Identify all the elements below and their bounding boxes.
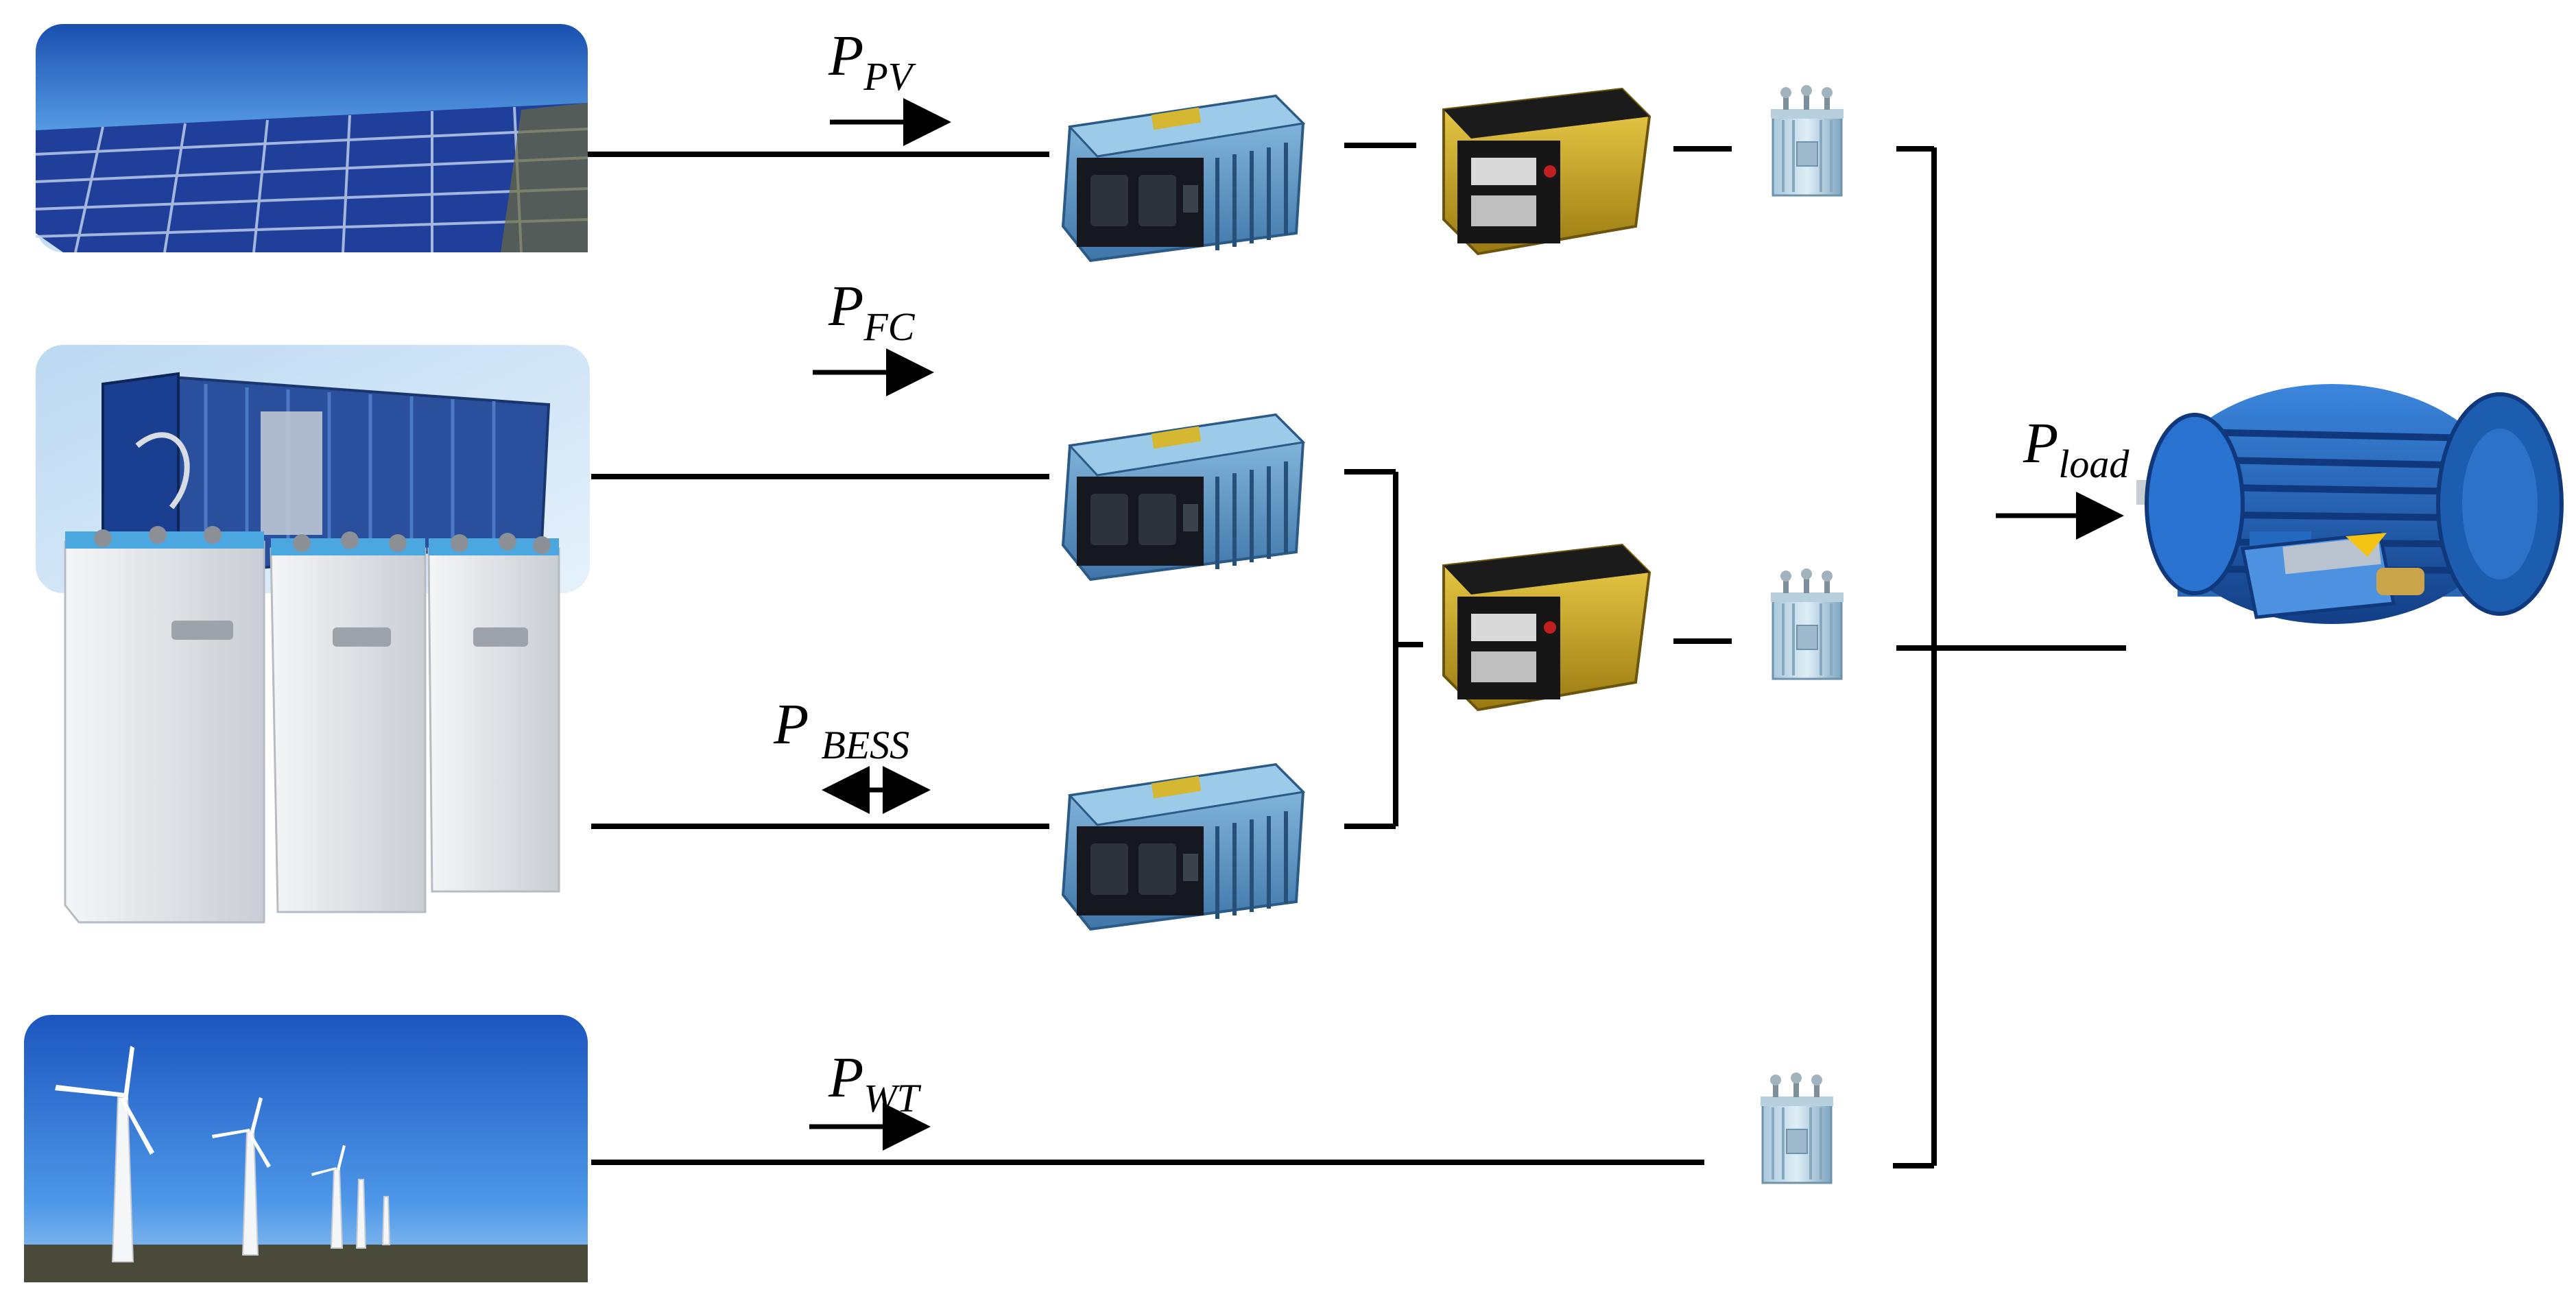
wind-turbine-icon <box>24 1015 588 1282</box>
bess-power-label: P BESS <box>774 693 909 765</box>
wt-power-subscript: WT <box>863 1076 919 1120</box>
wt-transformer-icon <box>1710 1065 1884 1198</box>
pv-power-subscript: PV <box>863 54 913 99</box>
pv-transformer-icon <box>1720 77 1894 211</box>
wt-power-symbol: P <box>828 1046 864 1110</box>
motor-icon <box>2136 384 2564 624</box>
battery-icon <box>64 526 560 924</box>
wt-power-label: PWT <box>828 1046 919 1118</box>
bess-dc-dc-converter-icon <box>1049 723 1324 943</box>
fc-bess-inverter-icon <box>1415 509 1665 732</box>
bess-power-subscript: BESS <box>821 723 910 767</box>
fc-power-subscript: FC <box>863 304 915 349</box>
load-power-label: Pload <box>2023 415 2129 484</box>
pv-dc-dc-converter-icon <box>1049 55 1324 274</box>
load-power-subscript: load <box>2058 442 2130 486</box>
pv-power-label: PPV <box>828 24 912 97</box>
flow-arrows <box>809 98 2124 1151</box>
pv-power-symbol: P <box>828 24 864 88</box>
bess-power-symbol: P <box>774 693 809 756</box>
fc-power-label: PFC <box>828 278 914 347</box>
connection-lines <box>588 143 2126 1168</box>
fc-dc-dc-converter-icon <box>1049 374 1324 593</box>
fc-power-symbol: P <box>828 274 864 338</box>
pv-inverter-icon <box>1415 53 1665 276</box>
fc-bess-transformer-icon <box>1720 561 1894 694</box>
solar-panel-icon <box>35 24 588 253</box>
load-power-symbol: P <box>2023 411 2059 475</box>
